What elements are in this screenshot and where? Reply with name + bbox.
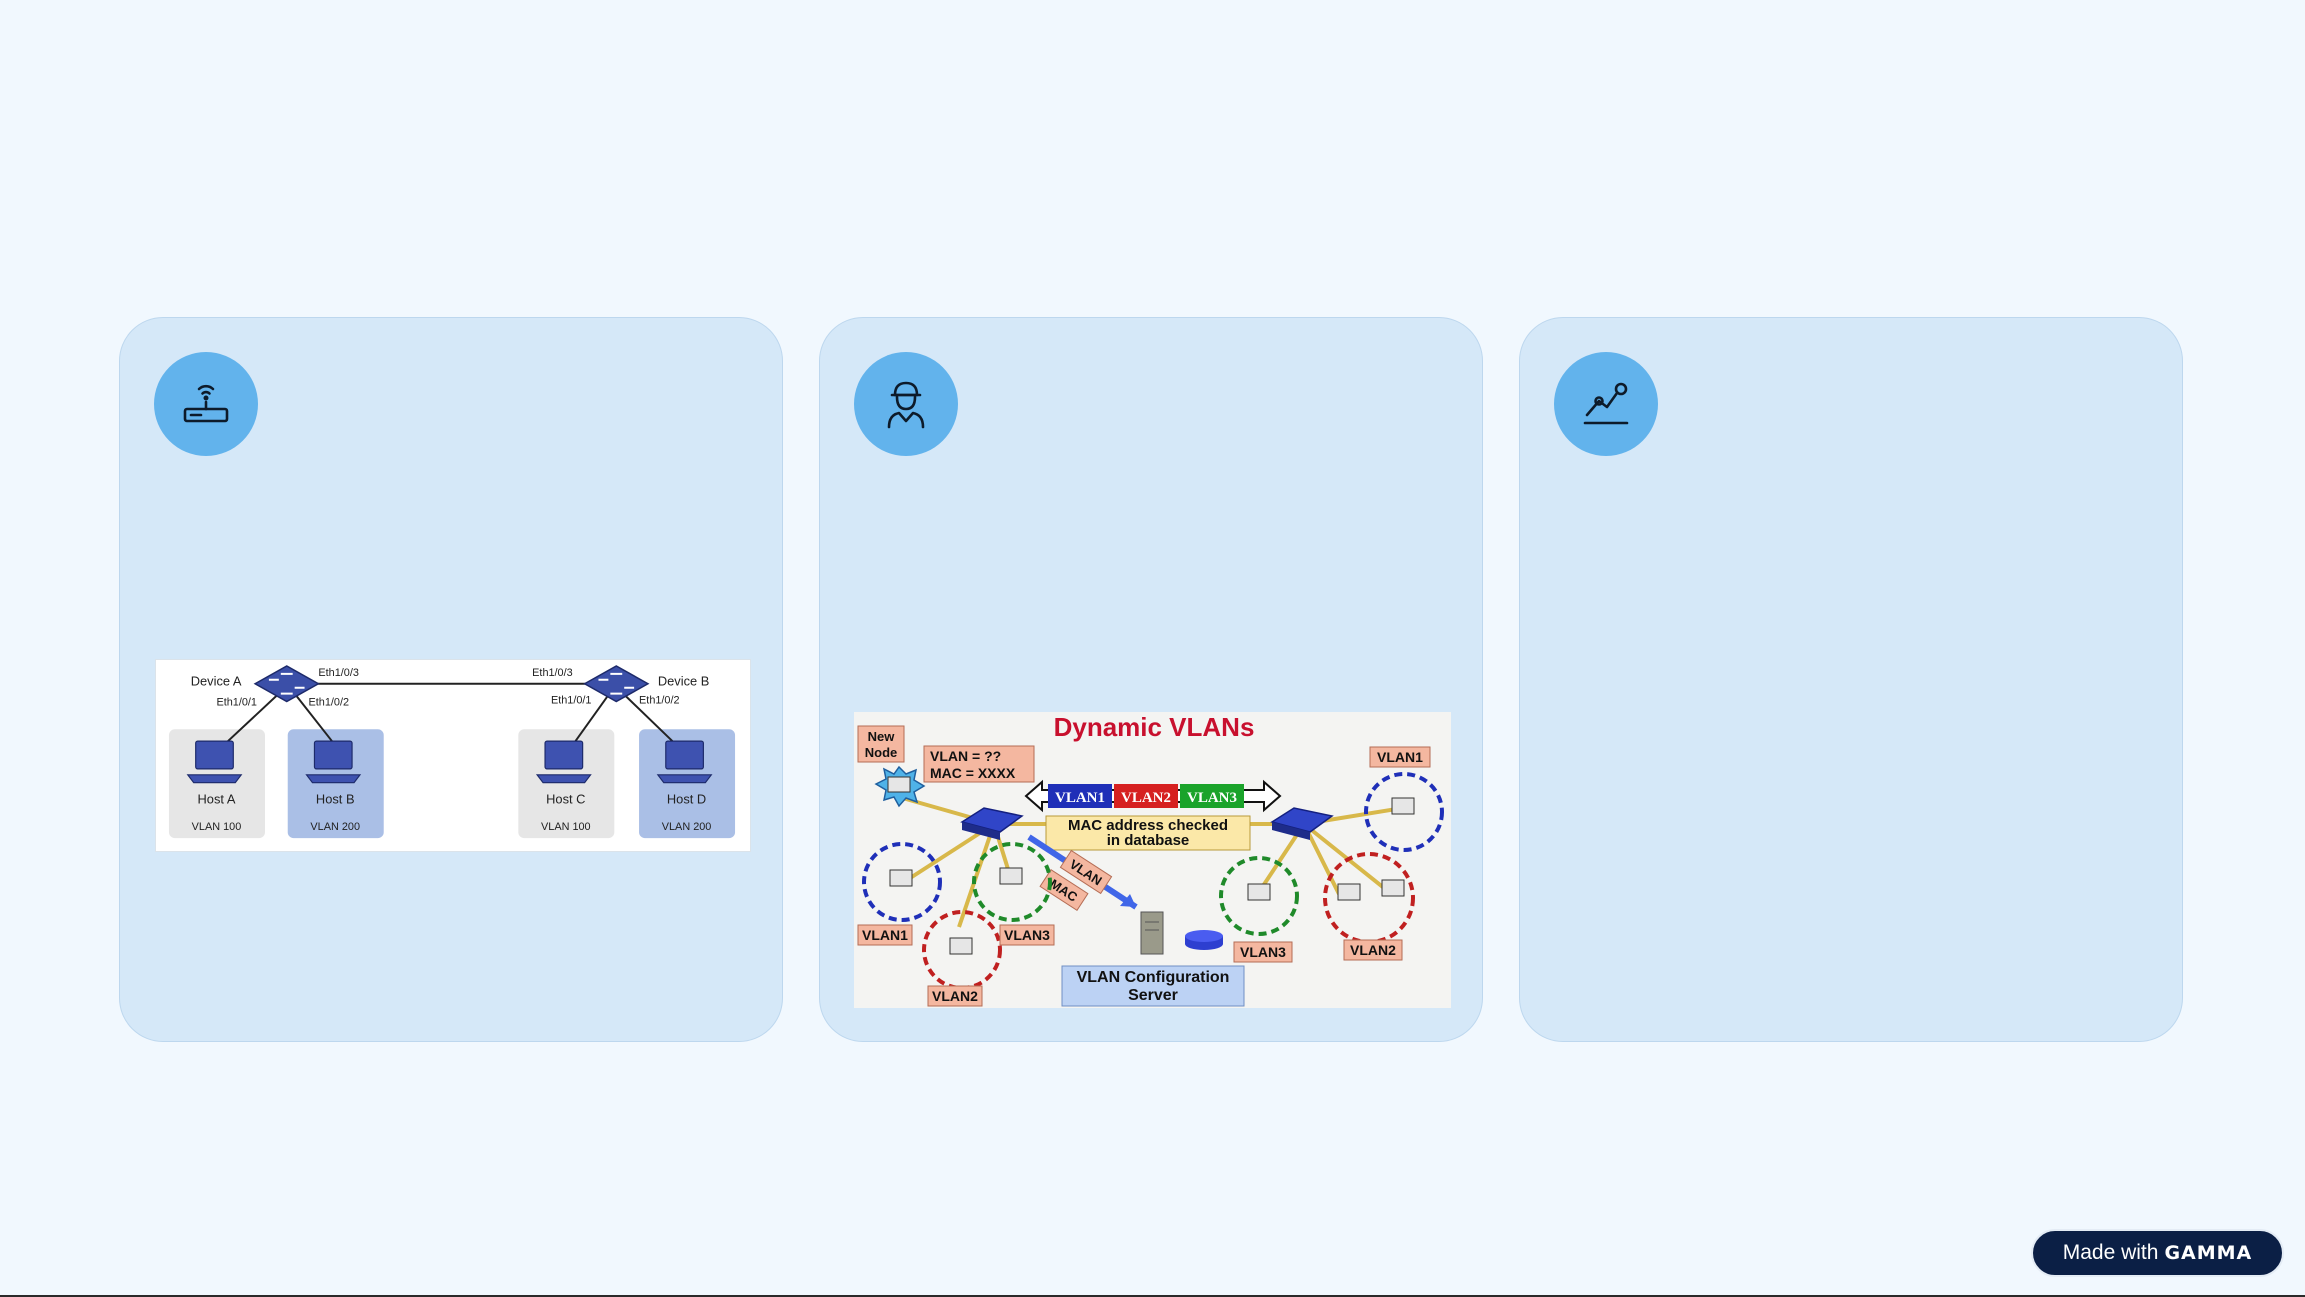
new-node-label: New xyxy=(868,729,896,744)
host-name: Host B xyxy=(316,791,355,806)
port-label: Eth1/0/2 xyxy=(309,697,350,709)
server-label: VLAN Configuration xyxy=(1077,969,1230,986)
gamma-logo: GAMMA xyxy=(2164,1242,2253,1264)
analytics-icon xyxy=(1554,352,1658,456)
group-label: VLAN2 xyxy=(1350,942,1396,958)
new-node-label: Node xyxy=(865,745,898,760)
router-icon xyxy=(154,352,258,456)
mac-check-label: in database xyxy=(1107,832,1190,849)
computer-icon xyxy=(1381,879,1405,897)
made-with-label: Made with xyxy=(2062,1241,2159,1264)
server-label: Server xyxy=(1128,987,1178,1004)
host-vlan: VLAN 200 xyxy=(310,821,360,833)
host-b-box xyxy=(287,729,384,839)
computer-icon xyxy=(656,740,713,784)
diagram-title: Dynamic VLANs xyxy=(1054,712,1255,742)
host-name: Host D xyxy=(667,791,706,806)
computer-icon xyxy=(887,776,911,793)
group-label: VLAN2 xyxy=(932,988,978,1004)
computer-icon xyxy=(889,869,913,887)
trunk-vlan-label: VLAN3 xyxy=(1187,790,1237,806)
computer-icon xyxy=(949,937,973,955)
host-vlan: VLAN 200 xyxy=(662,821,712,833)
switch-icon xyxy=(583,665,650,703)
switch-icon xyxy=(253,665,320,703)
technician-icon xyxy=(854,352,958,456)
host-vlan: VLAN 100 xyxy=(192,821,242,833)
made-with-gamma-badge[interactable]: Made with GAMMA xyxy=(2031,1229,2284,1277)
switch-icon xyxy=(960,807,1024,840)
port-label: Eth1/0/1 xyxy=(216,697,257,709)
static-vlan-diagram: Device A Device B Eth1/0/3 Eth1/0/1 Eth1… xyxy=(155,659,751,852)
port-label: Eth1/0/3 xyxy=(318,667,359,679)
node-mac-info: MAC = XXXX xyxy=(930,765,1016,781)
host-vlan: VLAN 100 xyxy=(541,821,591,833)
device-a-label: Device A xyxy=(191,674,242,689)
port-label: Eth1/0/3 xyxy=(532,667,573,679)
bottom-divider xyxy=(0,1295,2305,1297)
port-label: Eth1/0/1 xyxy=(551,695,592,707)
computer-icon xyxy=(999,867,1023,885)
group-label: VLAN3 xyxy=(1240,944,1286,960)
host-d-box xyxy=(639,729,736,839)
port-label: Eth1/0/2 xyxy=(639,695,680,707)
database-icon xyxy=(1185,930,1223,950)
device-b-label: Device B xyxy=(658,674,709,689)
group-label: VLAN1 xyxy=(1377,749,1423,765)
mac-check-label: MAC address checked xyxy=(1068,817,1228,834)
computer-icon xyxy=(305,740,362,784)
computer-icon xyxy=(1247,883,1271,901)
switch-icon xyxy=(1270,807,1334,840)
group-label: VLAN1 xyxy=(862,927,908,943)
computer-icon xyxy=(1391,797,1415,815)
host-a-box xyxy=(168,729,265,839)
card-static-vlan: Device A Device B Eth1/0/3 Eth1/0/1 Eth1… xyxy=(119,317,783,1042)
computer-icon xyxy=(186,740,243,784)
host-c-box xyxy=(518,729,615,839)
trunk-vlan-label: VLAN2 xyxy=(1121,790,1171,806)
server-icon xyxy=(1140,911,1164,955)
host-name: Host C xyxy=(546,791,585,806)
trunk-vlan-label: VLAN1 xyxy=(1055,790,1105,806)
group-label: VLAN3 xyxy=(1004,927,1050,943)
node-vlan-info: VLAN = ?? xyxy=(930,748,1001,764)
card-dynamic-vlan: Dynamic VLANs New Node VLAN xyxy=(819,317,1483,1042)
computer-icon xyxy=(535,740,592,784)
host-name: Host A xyxy=(198,791,236,806)
dynamic-vlan-diagram: Dynamic VLANs New Node VLAN xyxy=(854,712,1451,1008)
card-analytics xyxy=(1519,317,2183,1042)
computer-icon xyxy=(1337,883,1361,901)
